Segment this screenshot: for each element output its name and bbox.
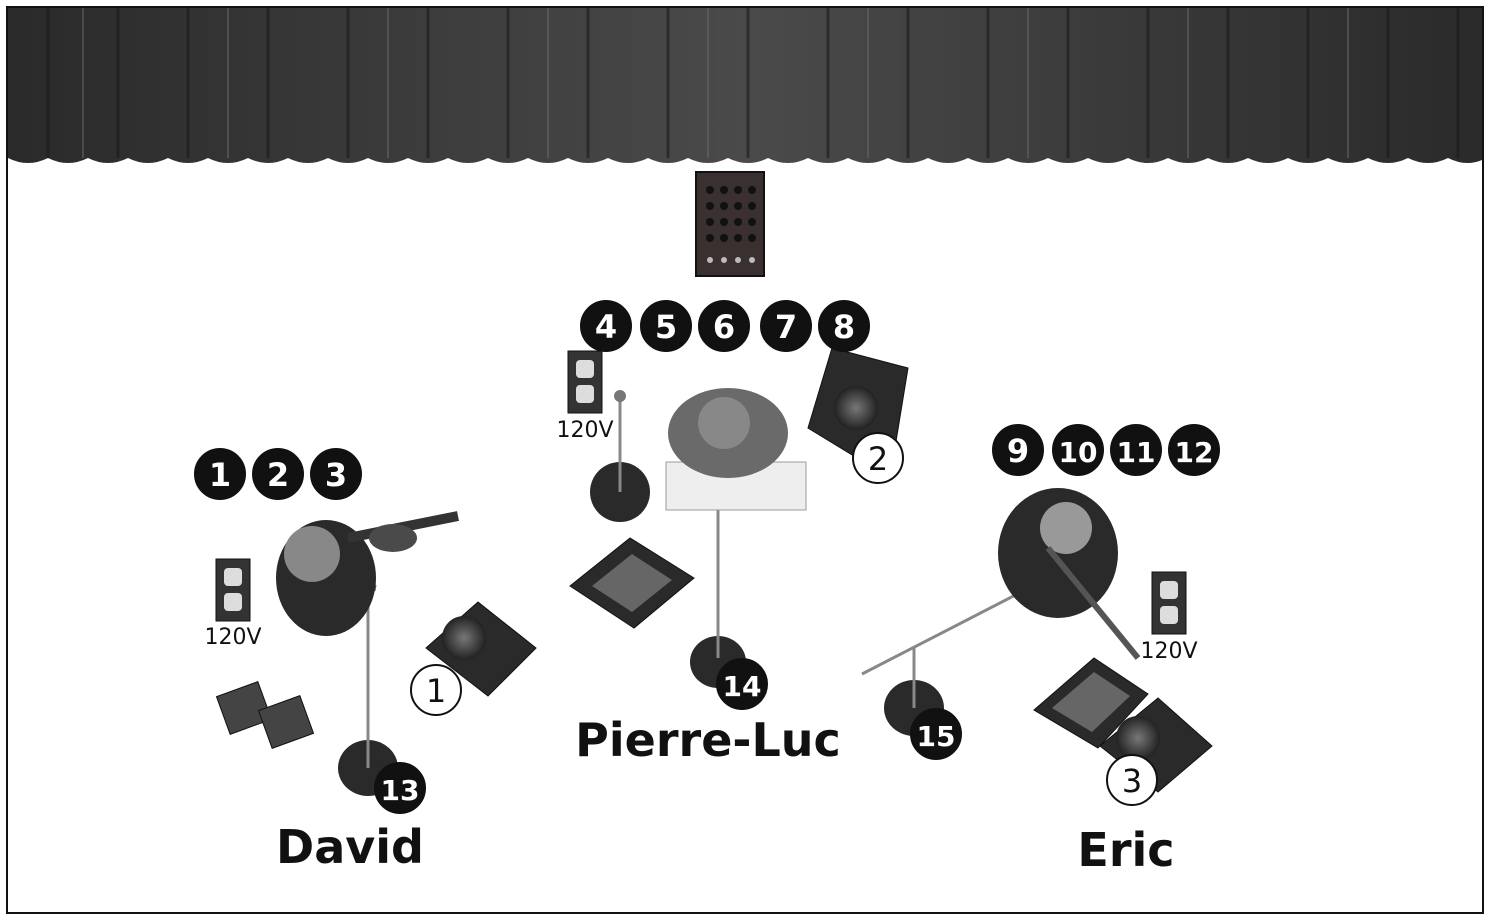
outlet-voltage-label: 120V <box>1140 639 1197 664</box>
outlet-voltage-label: 120V <box>556 418 613 443</box>
input-channel-badge: 13 <box>374 762 426 814</box>
input-channel-badge: 3 <box>310 448 362 500</box>
input-channel-badge: 14 <box>716 658 768 710</box>
power-outlet-icon <box>1151 571 1187 635</box>
input-channel-badge: 5 <box>640 300 692 352</box>
input-channel-badge: 8 <box>818 300 870 352</box>
monitor-number: 3 <box>1122 762 1142 800</box>
input-channel-badge: 9 <box>992 424 1044 476</box>
musician-name: David <box>276 820 424 874</box>
equipment-case-icon <box>1033 657 1149 749</box>
musician-name: Eric <box>1077 823 1174 877</box>
equipment-case-icon <box>569 537 695 629</box>
channel-number: 15 <box>917 720 956 753</box>
channel-number: 13 <box>381 774 420 807</box>
channel-number: 1 <box>209 456 231 494</box>
channel-number: 3 <box>325 456 347 494</box>
outlet-voltage-label: 120V <box>204 625 261 650</box>
monitor-mix-badge: 2 <box>852 432 904 484</box>
monitor-wedge-icon <box>1099 697 1213 793</box>
channel-number: 9 <box>1007 432 1029 470</box>
violinist-figure <box>276 511 459 636</box>
input-channel-badge: 7 <box>760 300 812 352</box>
curtain <box>8 8 1482 163</box>
input-channel-badge: 1 <box>194 448 246 500</box>
monitor-number: 2 <box>868 440 888 478</box>
power-outlet-icon <box>567 350 603 414</box>
monitor-wedge-icon <box>425 601 537 697</box>
input-channel-badge: 2 <box>252 448 304 500</box>
channel-number: 11 <box>1117 436 1156 469</box>
input-channel-badge: 4 <box>580 300 632 352</box>
snake-stage-box <box>695 171 765 277</box>
monitor-number: 1 <box>426 672 446 710</box>
channel-number: 2 <box>267 456 289 494</box>
input-channel-badge: 6 <box>698 300 750 352</box>
mic-stand-icon <box>590 390 650 522</box>
channel-number: 8 <box>833 308 855 346</box>
effect-pedal-icon <box>215 681 315 749</box>
keyboardist-figure <box>665 388 807 511</box>
monitor-mix-badge: 3 <box>1106 754 1158 806</box>
input-channel-badge: 11 <box>1110 424 1162 476</box>
channel-number: 10 <box>1059 436 1098 469</box>
channel-number: 5 <box>655 308 677 346</box>
mic-stand-icon <box>690 482 746 688</box>
power-outlet-icon <box>215 558 251 622</box>
channel-number: 6 <box>713 308 735 346</box>
channel-number: 7 <box>775 308 797 346</box>
channel-number: 14 <box>723 670 762 703</box>
monitor-mix-badge: 1 <box>410 664 462 716</box>
input-channel-badge: 10 <box>1052 424 1104 476</box>
guitarist-figure <box>998 488 1141 660</box>
stage-plot-svg: 120V 120V 120V <box>8 8 1482 877</box>
musician-name: Pierre-Luc <box>575 713 841 767</box>
channel-number: 4 <box>595 308 617 346</box>
stage-plot: 120V 120V 120V <box>6 6 1484 914</box>
input-channel-badge: 12 <box>1168 424 1220 476</box>
input-channel-badge: 15 <box>910 708 962 760</box>
channel-number: 12 <box>1175 436 1214 469</box>
